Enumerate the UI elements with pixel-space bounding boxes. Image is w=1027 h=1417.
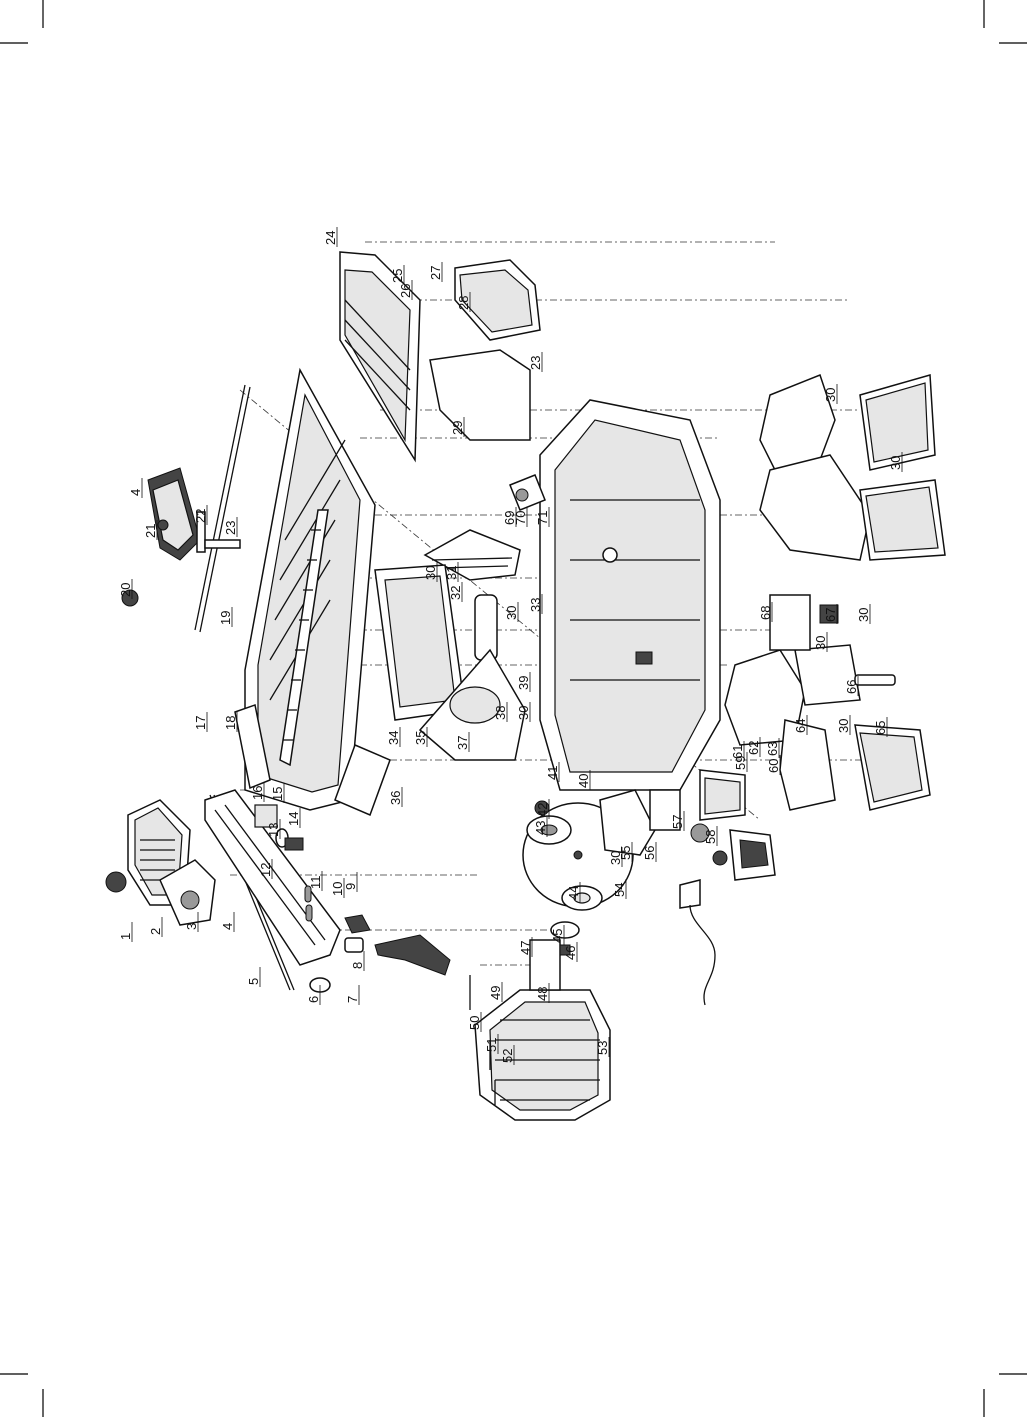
callout-label: 3 (184, 923, 199, 930)
callout-label: 30 (823, 388, 838, 402)
callout-label: 40 (576, 774, 591, 788)
callout-label: 52 (500, 1049, 515, 1063)
callout-label: 68 (758, 606, 773, 620)
callout-label: 22 (193, 509, 208, 523)
callout-label: 30 (504, 606, 519, 620)
motor (470, 940, 610, 1120)
callout-label: 63 (765, 742, 780, 756)
callout-label: 11 (308, 876, 323, 890)
callout-label: 15 (270, 787, 285, 801)
callout-label: 56 (642, 846, 657, 860)
callout-label: 60 (766, 759, 781, 773)
callout-label: 43 (533, 821, 548, 835)
callout-label: 64 (793, 719, 808, 733)
callout-label: 54 (612, 883, 627, 897)
callout-label: 49 (488, 986, 503, 1000)
callout-label: 37 (455, 736, 470, 750)
callout-label: 41 (545, 766, 560, 780)
callout-label: 61 (730, 745, 745, 759)
callout-label: 47 (518, 941, 533, 955)
callout-label: 25 (390, 269, 405, 283)
callout-label: 36 (388, 791, 403, 805)
callout-label: 30 (856, 608, 871, 622)
callout-label: 39 (516, 676, 531, 690)
callout-label: 6 (306, 996, 321, 1003)
callout-label: 1 (118, 933, 133, 940)
callout-label: 46 (563, 946, 578, 960)
callout-label: 18 (223, 716, 238, 730)
callout-label: 21 (143, 524, 158, 538)
callout-label: 19 (218, 611, 233, 625)
callout-label: 14 (286, 812, 301, 826)
callout-label: 35 (413, 731, 428, 745)
callout-label: 26 (398, 284, 413, 298)
callout-label: 45 (550, 929, 565, 943)
callout-label: 13 (266, 823, 281, 837)
callout-label: 5 (246, 978, 261, 985)
callout-label: 33 (528, 598, 543, 612)
callout-label: 44 (566, 886, 581, 900)
rip-fence (122, 385, 250, 632)
callout-label: 31 (444, 566, 459, 580)
callout-label: 10 (330, 882, 345, 896)
callout-label: 57 (670, 815, 685, 829)
callout-label: 30 (836, 719, 851, 733)
callout-label: 30 (813, 636, 828, 650)
callout-label: 2 (148, 928, 163, 935)
callout-label: 4 (220, 923, 235, 930)
callout-label: 16 (250, 786, 265, 800)
callout-label: 34 (386, 731, 401, 745)
callout-label: 30 (423, 566, 438, 580)
callout-label: 51 (484, 1038, 499, 1052)
callout-label: 9 (343, 883, 358, 890)
base-housing (510, 400, 720, 790)
callout-label: 28 (456, 296, 471, 310)
callout-label: 53 (595, 1041, 610, 1055)
callout-label: 17 (193, 716, 208, 730)
callout-label: 70 (513, 511, 528, 525)
callout-label: 23 (528, 356, 543, 370)
callout-label: 7 (345, 996, 360, 1003)
callout-label: 29 (450, 421, 465, 435)
table-extension (340, 252, 540, 460)
callout-label: 66 (844, 680, 859, 694)
callout-label: 23 (223, 521, 238, 535)
callout-label: 20 (118, 583, 133, 597)
callout-label: 32 (448, 586, 463, 600)
callout-label: 48 (535, 987, 550, 1001)
callout-label: 42 (535, 803, 550, 817)
callout-label: 55 (618, 846, 633, 860)
callout-label: 12 (258, 863, 273, 877)
callout-label: 30 (516, 706, 531, 720)
callout-label: 50 (467, 1016, 482, 1030)
callout-label: 67 (823, 608, 838, 622)
callout-label: 27 (428, 266, 443, 280)
callout-label: 62 (746, 741, 761, 755)
table-top (235, 370, 375, 810)
callout-label: 4 (128, 489, 143, 496)
callout-label: 58 (703, 830, 718, 844)
callout-label: 24 (323, 231, 338, 245)
callout-label: 8 (350, 962, 365, 969)
callout-label: 71 (535, 511, 550, 525)
callout-label: 65 (873, 721, 888, 735)
callout-label: 38 (493, 706, 508, 720)
callout-label: 30 (888, 456, 903, 470)
